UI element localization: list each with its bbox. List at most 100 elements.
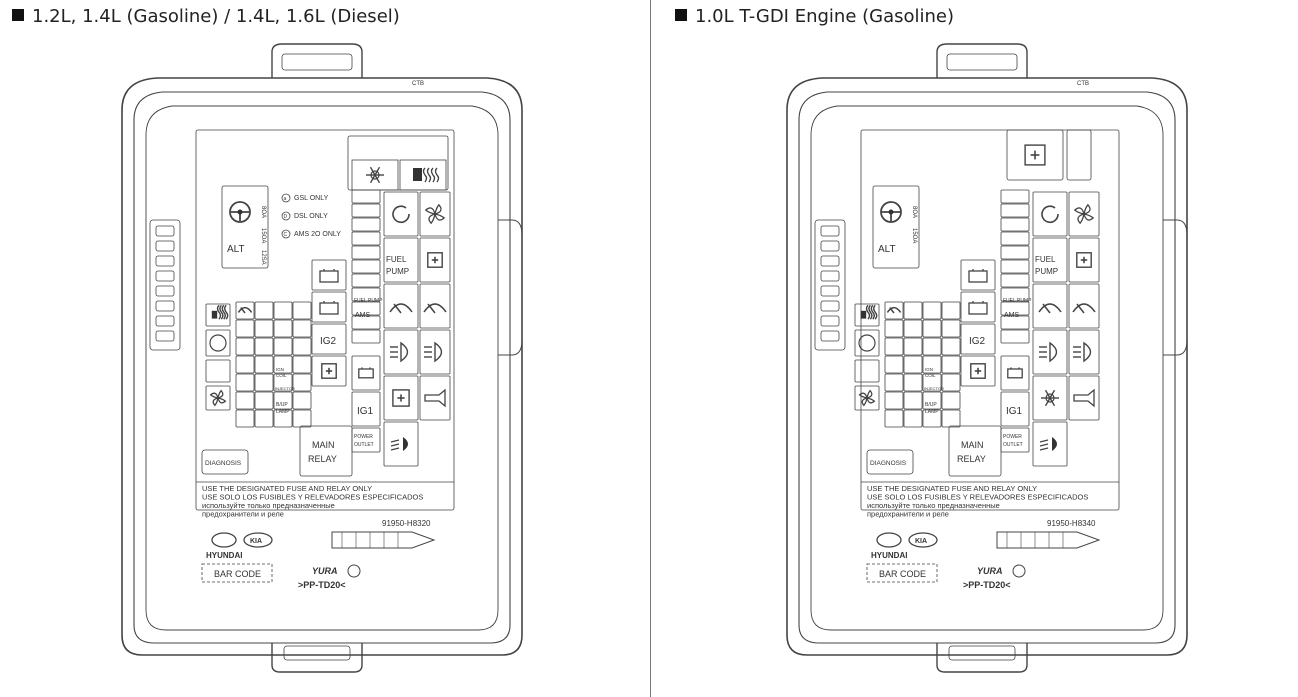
- mini-fuse-slot: [351, 203, 381, 218]
- alt-amp: 8OA: [260, 206, 266, 218]
- spare-fuse: [205, 359, 231, 383]
- headlamp-icon: [390, 341, 409, 363]
- cover-edge: [810, 105, 1164, 631]
- panel-heading: 1.2L, 1.4L (Gasoline) / 1.4L, 1.6L (Dies…: [12, 6, 400, 27]
- mini-fuse-slot: [1000, 259, 1030, 274]
- defrost-relay-slot: [399, 159, 447, 191]
- small-fuse-slot: [292, 409, 312, 428]
- small-fuse-slot: [903, 319, 923, 338]
- defrost-wave: [422, 167, 428, 183]
- main-relay-label: RELAY: [308, 454, 337, 464]
- top-latch-slot: [281, 53, 353, 71]
- relay-slot: [1068, 237, 1100, 283]
- mini-fuse-slot: [351, 329, 381, 344]
- relay-box: [970, 363, 986, 379]
- legend-circle: [281, 211, 291, 221]
- alt-label: ALT: [227, 244, 245, 255]
- relay-slot: [419, 283, 451, 329]
- wiper-blade: [1042, 303, 1051, 314]
- fan-icon: [858, 389, 876, 407]
- fan-blade: [1077, 213, 1085, 225]
- ign-coil-label: COIL: [276, 373, 287, 378]
- top-latch: [936, 43, 1028, 78]
- bulb-fuse: [854, 329, 880, 357]
- alt-amp: 15OA: [911, 228, 917, 243]
- small-fuse-slot: [235, 319, 255, 338]
- main-relay-slot: [948, 425, 1002, 477]
- battery-icon: [1007, 367, 1023, 379]
- battery-fuse: [960, 259, 996, 291]
- legend-text: GSL ONLY: [294, 195, 329, 202]
- battery-icon: [968, 269, 988, 283]
- fan-blade: [217, 389, 224, 399]
- fog-ray: [390, 443, 400, 447]
- spare-fuse: [854, 359, 880, 383]
- wiper-icon: [389, 303, 413, 314]
- fog-ray: [1039, 439, 1049, 443]
- fuse-puller-icon: [996, 531, 1101, 549]
- headlamp-icon: [1039, 341, 1058, 363]
- legend-circle: [281, 229, 291, 239]
- yura-label: YURA: [312, 566, 338, 576]
- relay-slot: [1068, 329, 1100, 375]
- legend-letter: D: [284, 214, 288, 220]
- small-fuse-slot: [922, 301, 942, 320]
- relay-slot: [383, 237, 419, 283]
- small-fuse-slot: [884, 391, 904, 410]
- hyundai-logo-icon: [211, 532, 237, 548]
- fog-lamp-icon: [1039, 437, 1057, 451]
- ign-coil-label: IGN: [276, 367, 284, 372]
- mini-fuse-slot: [351, 273, 381, 288]
- wiper-arc: [1072, 303, 1096, 313]
- hyundai-logo-icon: [876, 532, 902, 548]
- power-outlet-label: POWER: [354, 434, 373, 440]
- battery-fuse: [311, 291, 347, 323]
- small-fuse-slot: [292, 355, 312, 374]
- mini-fuse-slot: [351, 217, 381, 232]
- mini-fuse-slot: [351, 189, 381, 204]
- wiper-blade: [889, 307, 895, 314]
- housing-outer: [786, 77, 1188, 656]
- notice-line: предохранители и реле: [202, 510, 284, 519]
- fan-blade: [1083, 213, 1095, 221]
- fuse-puller-icon: [331, 531, 436, 549]
- battery-icon: [968, 301, 988, 315]
- fog-ray: [390, 439, 400, 443]
- wiper-icon: [1038, 303, 1062, 314]
- wiper-icon: [423, 303, 447, 314]
- defroster-icon: [211, 304, 229, 320]
- relay-icon: [970, 363, 986, 379]
- small-fuse-slot: [941, 301, 961, 320]
- power-outlet-label: POWER: [1003, 434, 1022, 440]
- relay-slot: [1032, 329, 1068, 375]
- side-connector: [814, 219, 846, 351]
- side-clip: [498, 219, 523, 356]
- b-up-lamp-label: B/UP: [276, 402, 288, 408]
- recirc-icon: [1041, 205, 1059, 224]
- alt-fuse-block: [221, 185, 269, 269]
- defrost-wave: [221, 304, 226, 320]
- steering-ring: [880, 201, 902, 223]
- connector-pin: [155, 240, 175, 252]
- legend-text: DSL ONLY: [294, 213, 328, 220]
- mini-fuse-slot: [351, 259, 381, 274]
- relay-icon: [392, 389, 410, 407]
- small-fuse-slot: [884, 373, 904, 392]
- diagnosis-box: [866, 449, 914, 475]
- small-fuse-slot: [254, 337, 274, 356]
- mini-fuse-slot: [1000, 273, 1030, 288]
- fan-blade: [212, 397, 219, 407]
- yura-label: YURA: [977, 566, 1003, 576]
- top-relay-slot: [1006, 129, 1064, 181]
- fan-blade: [858, 392, 868, 399]
- kia-logo-icon: [908, 532, 938, 548]
- connector-pin: [155, 285, 175, 297]
- bulb-fuse: [205, 329, 231, 357]
- connector-pin: [820, 240, 840, 252]
- bar-code-label: BAR CODE: [879, 569, 926, 579]
- notice-line: USE THE DESIGNATED FUSE AND RELAY ONLY: [867, 484, 1037, 493]
- panel-frame: [860, 129, 1120, 511]
- battery-fuse: [311, 259, 347, 291]
- mini-fuse-slot: [351, 231, 381, 246]
